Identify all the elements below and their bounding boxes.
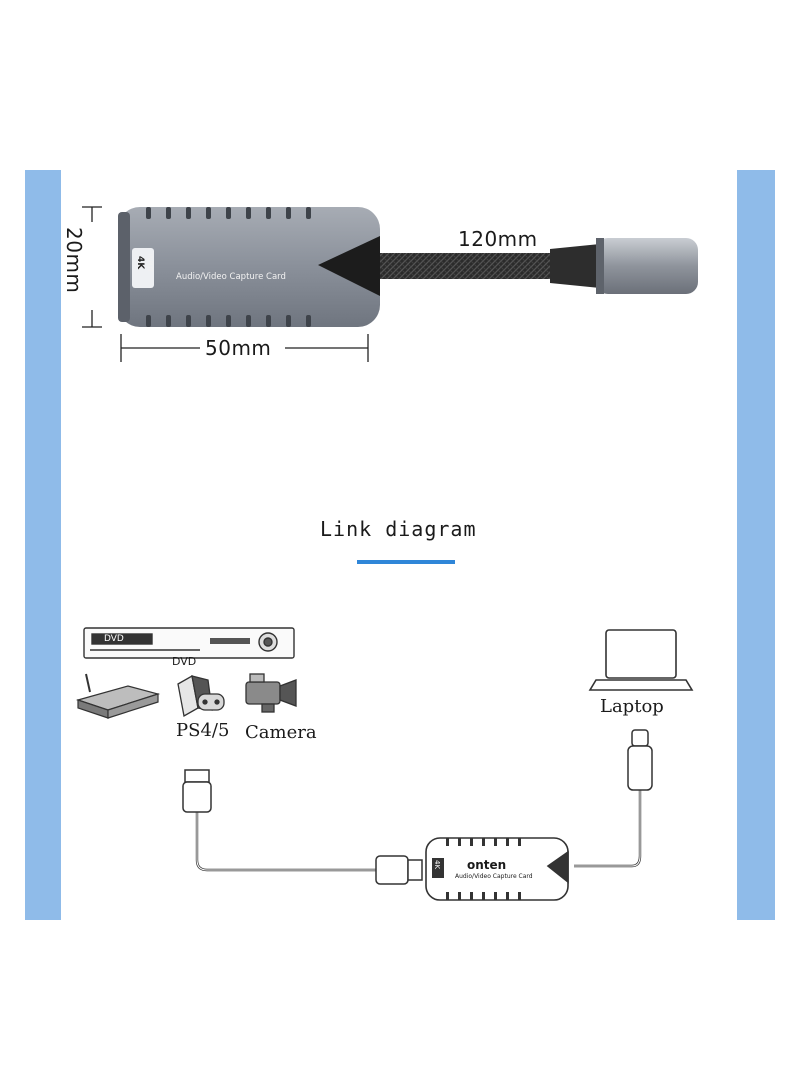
dvd-player-icon xyxy=(83,627,295,659)
hdmi-plug-icon xyxy=(182,769,212,813)
braided-cable xyxy=(365,253,560,279)
link-diagram-title: Link diagram xyxy=(320,517,477,541)
camcorder-icon xyxy=(245,673,297,713)
top-vents xyxy=(146,207,311,219)
device-model-text: Audio/Video Capture Card xyxy=(176,272,286,282)
set-top-box-icon xyxy=(75,673,161,719)
link-cables xyxy=(195,790,642,872)
4k-badge xyxy=(132,248,154,288)
device-brand-text: onten xyxy=(467,858,507,872)
stripe-fill-left xyxy=(25,170,61,920)
device-caption-text: Audio/Video Capture Card xyxy=(455,873,533,880)
badge-input-text: INPUT xyxy=(146,254,153,272)
camera-label: Camera xyxy=(245,722,317,743)
usb-c-plug xyxy=(596,238,698,294)
badge-4k-text: 4K xyxy=(135,256,145,270)
laptop-icon xyxy=(588,629,694,691)
device-badge-text: 4K xyxy=(433,860,441,870)
width-dimension-label: 50mm xyxy=(205,336,272,360)
cable-wedge xyxy=(318,236,380,296)
title-underline xyxy=(357,560,455,564)
bottom-vents xyxy=(146,315,311,327)
dvd-label: DVD xyxy=(172,655,197,668)
capture-card-outline-icon xyxy=(425,837,569,901)
dvd-panel-text: DVD xyxy=(104,634,124,644)
cable-strain-relief xyxy=(550,244,600,288)
usb-c-plug-laptop-icon xyxy=(627,729,653,791)
capture-card-photo xyxy=(118,207,698,327)
link-cables-inner xyxy=(196,790,641,871)
height-dimension-label: 20mm xyxy=(62,227,86,294)
cable-length-label: 120mm xyxy=(458,227,538,251)
hdmi-plug-device-icon xyxy=(375,855,423,885)
laptop-label: Laptop xyxy=(600,696,664,717)
ps-label: PS4/5 xyxy=(176,720,230,741)
stripe-fill-right xyxy=(737,170,775,920)
game-console-icon xyxy=(177,674,225,718)
capture-card-body xyxy=(118,207,380,327)
dimension-lines xyxy=(82,206,369,362)
